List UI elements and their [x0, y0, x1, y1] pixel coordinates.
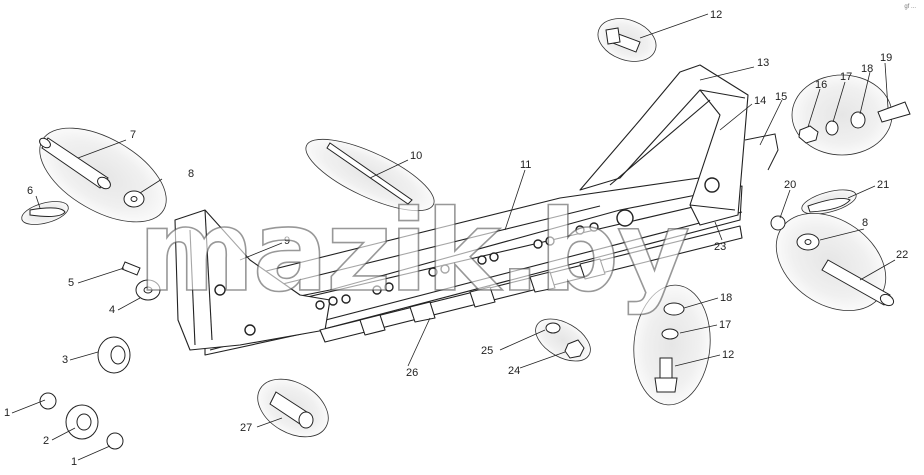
watermark-text: mazik.by [138, 187, 688, 317]
corner-caption: gf ... [904, 4, 916, 10]
callout-23: 23 [714, 241, 726, 253]
callout-labels: 1 1 2 3 4 5 6 7 8 8 9 10 11 12 12 13 14 … [4, 9, 908, 468]
leader-lines [11, 13, 896, 461]
callout-19: 19 [880, 52, 892, 64]
callout-1a: 1 [4, 407, 10, 419]
callout-9: 9 [284, 235, 290, 247]
callout-12b: 12 [722, 349, 734, 361]
callout-5: 5 [68, 277, 74, 289]
callout-8b: 8 [862, 217, 868, 229]
callout-11: 11 [520, 159, 531, 171]
frame-holes [214, 177, 720, 336]
callout-10: 10 [410, 150, 422, 162]
callout-2: 2 [43, 435, 49, 447]
callout-20: 20 [784, 179, 796, 191]
callout-12a: 12 [710, 9, 722, 21]
callout-22: 22 [896, 249, 908, 261]
callout-16: 16 [815, 79, 827, 91]
callout-1b: 1 [71, 456, 77, 468]
callout-24: 24 [508, 365, 520, 377]
callout-21: 21 [877, 179, 889, 191]
callout-6: 6 [27, 185, 33, 197]
callout-14: 14 [754, 95, 766, 107]
callout-17b: 17 [719, 319, 731, 331]
callout-8a: 8 [188, 168, 194, 180]
callout-25: 25 [481, 345, 493, 357]
callout-18b: 18 [720, 292, 732, 304]
callout-3: 3 [62, 354, 68, 366]
callout-7: 7 [130, 129, 136, 141]
callout-4: 4 [109, 304, 115, 316]
hardware-parts [29, 27, 911, 450]
callout-15: 15 [775, 91, 787, 103]
callout-18a: 18 [861, 63, 873, 75]
main-frame [174, 64, 749, 356]
callout-26: 26 [406, 367, 418, 379]
callout-17a: 17 [840, 71, 852, 83]
callout-13: 13 [757, 57, 769, 69]
callout-27: 27 [240, 422, 252, 434]
